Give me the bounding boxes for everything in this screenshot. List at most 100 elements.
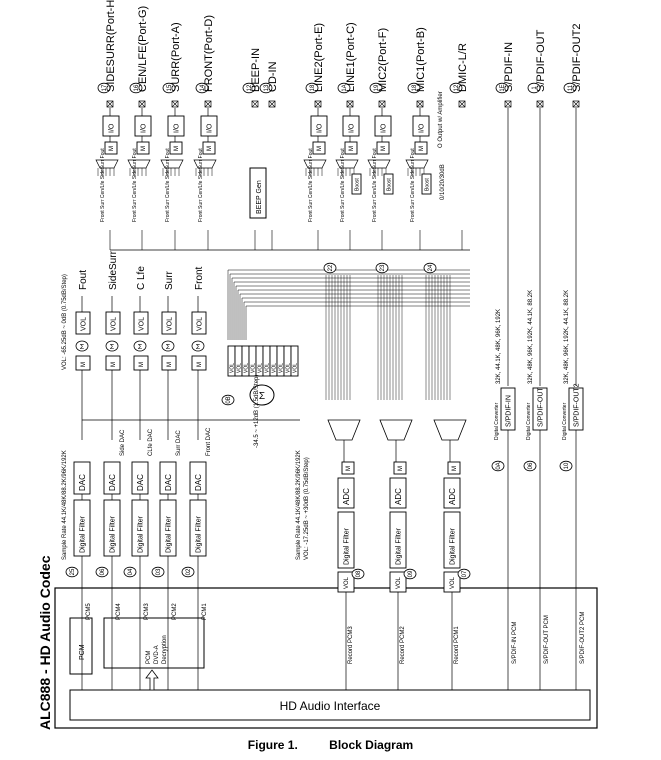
spdif-pin-0-ring	[491, 460, 505, 472]
adc-filter-2: Digital Filter	[443, 511, 461, 569]
port-pin-10: 12	[449, 82, 463, 94]
m-block-6-frame	[312, 141, 326, 155]
m-block-9: M	[414, 141, 428, 155]
dac-pin-4-label: 02	[186, 568, 192, 575]
output-m-1: M	[105, 355, 121, 371]
port-pin-1-label: 16	[134, 84, 140, 91]
adc-filter-0: Digital Filter	[337, 511, 355, 569]
dac-name-2: CLfe DAC	[148, 428, 154, 456]
port-jack-7-cross	[346, 100, 354, 108]
output-m-0-frame	[75, 355, 91, 371]
boost-block-8: Boost	[383, 173, 394, 195]
output-label-3: Surr	[164, 270, 175, 290]
io-block-1: I/O	[134, 115, 152, 137]
port-jack-0-cross	[106, 100, 114, 108]
port-pin-13-label: 11	[568, 84, 574, 91]
boost-block-9-frame	[421, 173, 432, 195]
mixer-sum-symbol: Σ	[259, 391, 265, 402]
record-label-2: Record PCM1	[454, 626, 460, 664]
port-jack-0	[106, 100, 114, 108]
output-vol-3: VOL	[161, 311, 177, 335]
adc-mux-0	[327, 419, 361, 441]
mixer-sum	[249, 384, 275, 406]
mixer-vol-9-frame	[290, 345, 299, 377]
port-label-7: LINE1(Port-C)	[345, 22, 357, 92]
svg-text:PCM: PCM	[146, 651, 152, 664]
adc-m-0-frame	[341, 461, 355, 475]
output-label-4: Front	[194, 266, 205, 290]
dac-filter-4: Digital Filter	[189, 499, 207, 557]
output-sum-symbol-0: Σ	[80, 344, 85, 351]
port-jack-6	[314, 100, 322, 108]
mixer-vol-9-label: VOL	[292, 363, 298, 373]
adc-vol-0: VOL	[337, 571, 355, 593]
port-pin-11: 1E	[495, 82, 509, 94]
port-pin-7-ring	[337, 82, 351, 94]
port-jack-4	[251, 100, 259, 108]
mixer-vol-7: VOL	[276, 345, 285, 377]
mixer-node-2: 24	[423, 262, 437, 274]
output-sum-symbol-2: Σ	[138, 344, 143, 351]
io-block-8: I/O	[374, 115, 392, 137]
port-jack-3	[204, 100, 212, 108]
io-block-6: I/O	[310, 115, 328, 137]
port-pin-4: 12	[242, 82, 256, 94]
mixer-node-0-ring	[323, 262, 337, 274]
adc-0-frame	[337, 477, 355, 509]
port-jack-8	[378, 100, 386, 108]
spdif-pin-1: 06	[523, 460, 537, 472]
mixer-vol-4: VOL	[255, 345, 264, 377]
port-jack-9	[416, 100, 424, 108]
mixer-vol-3: VOL	[248, 345, 257, 377]
boost-block-7: Boost	[351, 173, 362, 195]
dac-pin-3: 03	[151, 566, 165, 578]
port-pin-1-ring	[129, 82, 143, 94]
m-block-2-label: M	[174, 146, 180, 151]
spdif-rate-1: 32K, 48K, 96K, 192K, 44.1K, 88.2K	[528, 290, 534, 384]
port-jack-10	[458, 100, 466, 108]
port-jack-4-cross	[251, 100, 259, 108]
mux-input-label-2: Front Surr Cen/Lfe SideSurr Fout	[165, 148, 171, 222]
port-jack-11-cross	[504, 100, 512, 108]
port-pin-9: 18	[407, 82, 421, 94]
dac-sample-rate: Sample Rate 44.1K/48K/88.2K/96K/192K	[62, 450, 68, 560]
mixer-node-1: 23	[375, 262, 389, 274]
adc-m-1: M	[393, 461, 407, 475]
mixer-vol-5: VOL	[262, 345, 271, 377]
dac-pin-4: 02	[181, 566, 195, 578]
adc-vol-1: VOL	[389, 571, 407, 593]
adc-vol-1-label: VOL	[396, 576, 402, 589]
io-block-6-frame	[310, 115, 328, 137]
adc-filter-1-frame	[389, 511, 407, 569]
dac-0-label: DAC	[78, 474, 87, 491]
m-block-2-frame	[169, 141, 183, 155]
mixer-node-2-ring	[423, 262, 437, 274]
boost-block-7-frame	[351, 173, 362, 195]
adc-pin-1-ring	[403, 568, 417, 580]
dac-pin-3-ring	[151, 566, 165, 578]
dac-pin-0-label: 25	[70, 568, 76, 575]
port-pin-7: 1A	[337, 82, 351, 94]
decryption-block: PCM DVD-A Decryption	[103, 617, 205, 691]
io-block-2: I/O	[167, 115, 185, 137]
spdif-block-2: S/PDIF-OUT2	[568, 383, 584, 431]
spdif-block-2-label: S/PDIF-OUT2	[573, 383, 580, 427]
spdif-block-0: S/PDIF-IN	[500, 387, 516, 431]
dac-pin-0-ring	[65, 566, 79, 578]
mixer-node-1-ring	[375, 262, 389, 274]
port-jack-13	[572, 100, 580, 108]
spdif-block-1: S/PDIF-OUT	[532, 387, 548, 431]
io-block-7: I/O	[342, 115, 360, 137]
codec-outline	[54, 587, 598, 729]
dac-4: DAC	[189, 461, 207, 495]
mux-input-label-0: Front Surr Cen/Lfe SideSurr Fout	[100, 148, 106, 222]
dac-0: DAC	[73, 461, 91, 495]
port-label-3: FRONT(Port-D)	[203, 15, 215, 92]
adc-0: ADC	[337, 477, 355, 509]
io-block-1-label: I/O	[140, 123, 147, 133]
output-vol-2: VOL	[133, 311, 149, 335]
adc-1: ADC	[389, 477, 407, 509]
mixer-vol-6-label: VOL	[271, 363, 277, 373]
adc-vol-range: VOL: -17.25dB ~ +30dB (0.75dB/Step)	[304, 457, 310, 560]
io-block-8-label: I/O	[380, 123, 387, 133]
